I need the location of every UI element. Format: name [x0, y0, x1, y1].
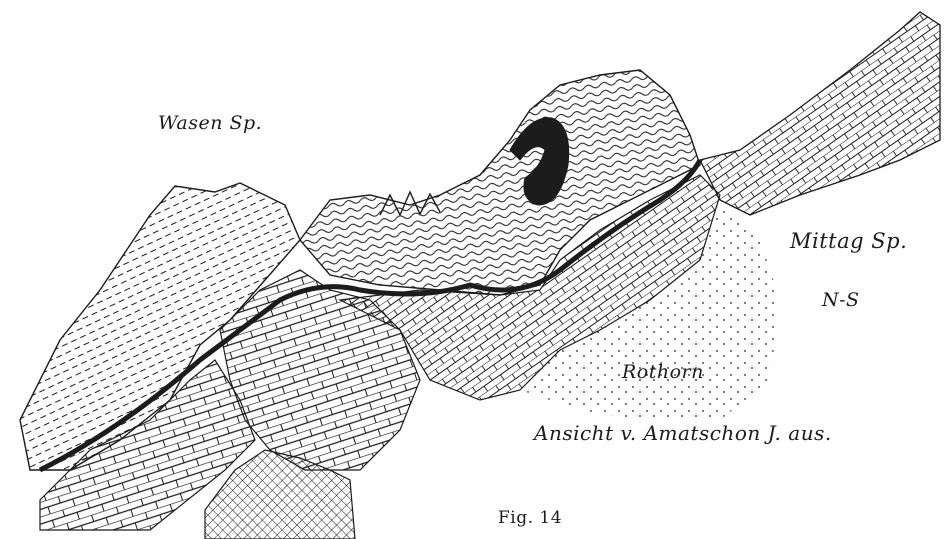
eastern-ridge	[700, 12, 940, 215]
label-wasen-sp: Wasen Sp.	[158, 112, 262, 134]
label-mittag-sp: Mittag Sp.	[790, 229, 907, 253]
figure-caption: Fig. 14	[498, 508, 562, 528]
label-orientation: N-S	[822, 289, 860, 311]
label-view-note: Ansicht v. Amatschon J. aus.	[534, 421, 832, 445]
label-rothorn: Rothorn	[622, 361, 704, 383]
